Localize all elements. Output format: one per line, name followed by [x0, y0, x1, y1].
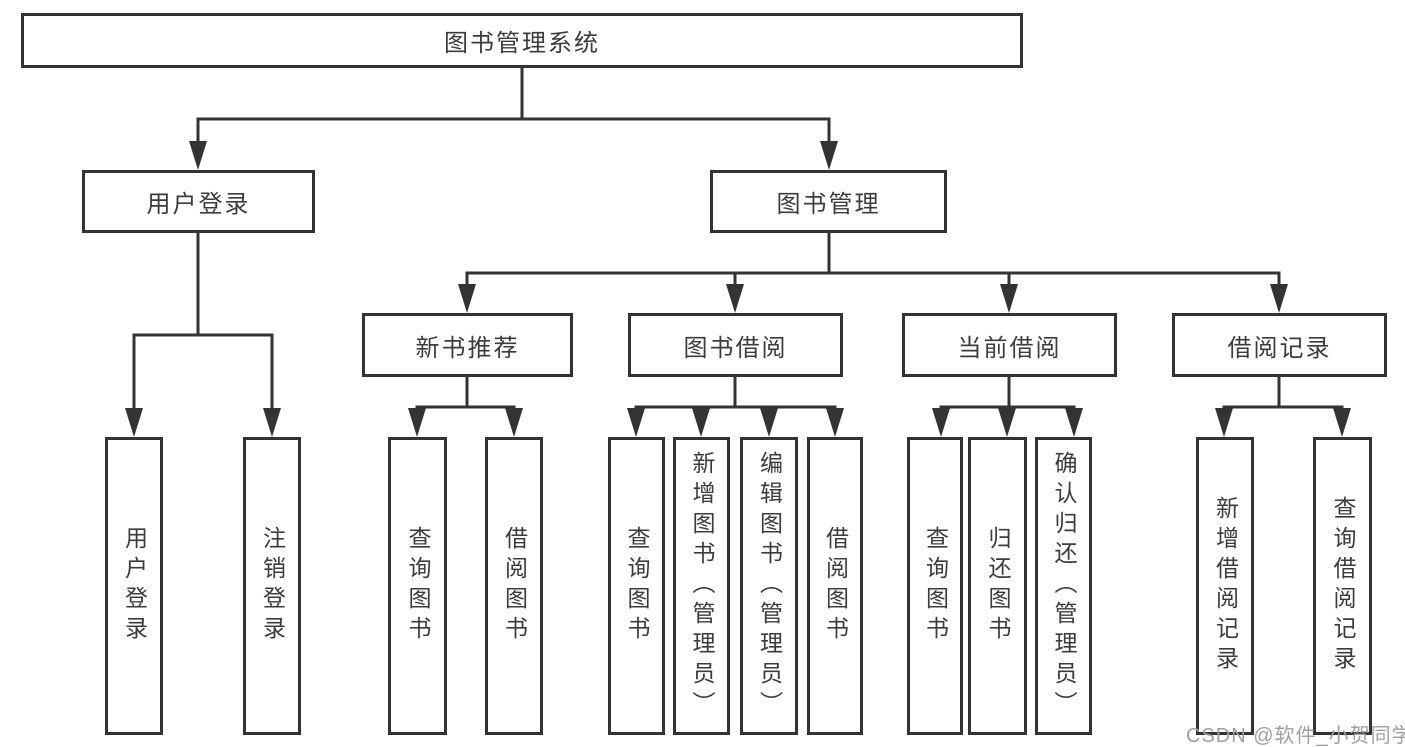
node-label: 图书借阅 — [683, 334, 788, 362]
leaf-query-books-borrow: 查询图书 — [608, 437, 665, 735]
node-label: 借阅图书 — [501, 526, 528, 646]
connector-paths — [132, 68, 1344, 411]
arrowheads — [125, 141, 1351, 437]
leaf-return-books: 归还图书 — [968, 437, 1027, 735]
node-label: 新书推荐 — [415, 334, 520, 362]
node-label: 编辑图书（管理员） — [756, 451, 783, 721]
node-system-root: 图书管理系统 — [21, 13, 1023, 68]
node-label: 查询借阅记录 — [1330, 496, 1356, 676]
node-user-login: 用户登录 — [82, 170, 315, 233]
node-label: 借阅记录 — [1227, 334, 1332, 362]
csdn-watermark: CSDN @软件_小贺同学 — [1186, 725, 1405, 747]
leaf-borrow-books-recommend: 借阅图书 — [485, 437, 543, 735]
leaf-user-login: 用户登录 — [105, 437, 163, 735]
node-label: 查询图书 — [922, 526, 949, 646]
node-label: 当前借阅 — [957, 334, 1062, 362]
node-new-book-recommendation: 新书推荐 — [362, 313, 573, 377]
node-label: 查询图书 — [405, 526, 431, 646]
node-book-borrowing: 图书借阅 — [628, 313, 843, 377]
leaf-logout: 注销登录 — [243, 437, 301, 735]
leaf-borrow-books: 借阅图书 — [807, 437, 863, 735]
node-label: 查询图书 — [624, 526, 650, 646]
node-label: 新增图书（管理员） — [689, 451, 715, 721]
node-label: 确认归还（管理员） — [1051, 451, 1077, 721]
node-label: 注销登录 — [259, 526, 286, 646]
node-book-management: 图书管理 — [710, 170, 947, 233]
node-label: 用户登录 — [121, 526, 148, 646]
node-current-borrowing: 当前借阅 — [902, 313, 1117, 377]
node-label: 借阅图书 — [822, 526, 849, 646]
leaf-query-borrow-record: 查询借阅记录 — [1313, 437, 1372, 735]
leaf-confirm-return-admin: 确认归还（管理员） — [1035, 437, 1092, 735]
node-borrowing-records: 借阅记录 — [1172, 313, 1387, 377]
node-label: 新增借阅记录 — [1212, 496, 1239, 676]
leaf-query-books-current: 查询图书 — [907, 437, 963, 735]
node-label: 图书管理系统 — [444, 30, 600, 57]
leaf-add-books-admin: 新增图书（管理员） — [673, 437, 730, 735]
leaf-add-borrow-record: 新增借阅记录 — [1196, 437, 1254, 735]
leaf-query-books-recommend: 查询图书 — [388, 437, 447, 735]
node-label: 图书管理 — [776, 191, 881, 218]
node-label: 用户登录 — [146, 191, 251, 218]
leaf-edit-books-admin: 编辑图书（管理员） — [740, 437, 798, 735]
node-label: 归还图书 — [985, 526, 1011, 646]
